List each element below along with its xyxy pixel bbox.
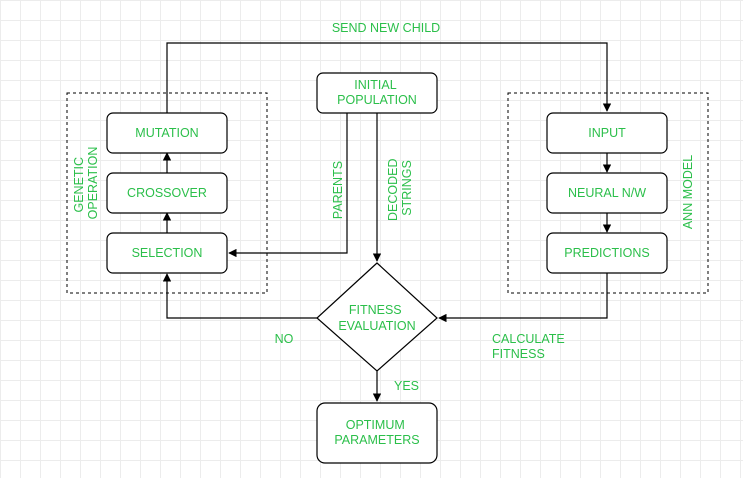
- node-initial-population: INITIAL POPULATION: [316, 72, 438, 114]
- node-neural-nw: NEURAL N/W: [546, 172, 668, 214]
- ann-model-label: ANN MODEL: [681, 155, 695, 229]
- edge-no: [162, 273, 317, 319]
- ann-model-group: [507, 92, 709, 294]
- node-predictions: PREDICTIONS: [546, 232, 668, 274]
- node-crossover: CROSSOVER: [106, 172, 228, 214]
- node-fitness-evaluation: FITNESS EVALUATION: [316, 262, 438, 372]
- send-new-child-label: SEND NEW CHILD: [332, 21, 440, 35]
- decoded-strings-label: DECODED STRINGS: [386, 155, 414, 221]
- node-initial-population-label: INITIAL POPULATION: [337, 78, 417, 107]
- node-optimum-parameters: OPTIMUM PARAMETERS: [316, 402, 438, 464]
- node-input: INPUT: [546, 112, 668, 154]
- node-mutation-label: MUTATION: [135, 126, 198, 140]
- yes-label: YES: [394, 379, 419, 393]
- edge-calculate-fitness: [438, 273, 608, 323]
- node-optimum-parameters-label: OPTIMUM PARAMETERS: [334, 418, 419, 447]
- edge-send-new-child: [166, 42, 612, 113]
- no-label: NO: [275, 332, 294, 346]
- node-selection: SELECTION: [106, 232, 228, 274]
- node-neural-nw-label: NEURAL N/W: [568, 186, 646, 200]
- genetic-operation-label: GENETIC OPERATION: [72, 147, 100, 220]
- node-input-label: INPUT: [588, 126, 626, 140]
- node-selection-label: SELECTION: [132, 246, 203, 260]
- node-crossover-label: CROSSOVER: [127, 186, 207, 200]
- node-predictions-label: PREDICTIONS: [564, 246, 649, 260]
- parents-label: PARENTS: [331, 161, 345, 219]
- node-fitness-evaluation-label: FITNESS EVALUATION: [338, 303, 415, 333]
- calculate-fitness-label: CALCULATE FITNESS: [492, 332, 568, 361]
- edge-parents: [228, 112, 348, 258]
- node-mutation: MUTATION: [106, 112, 228, 154]
